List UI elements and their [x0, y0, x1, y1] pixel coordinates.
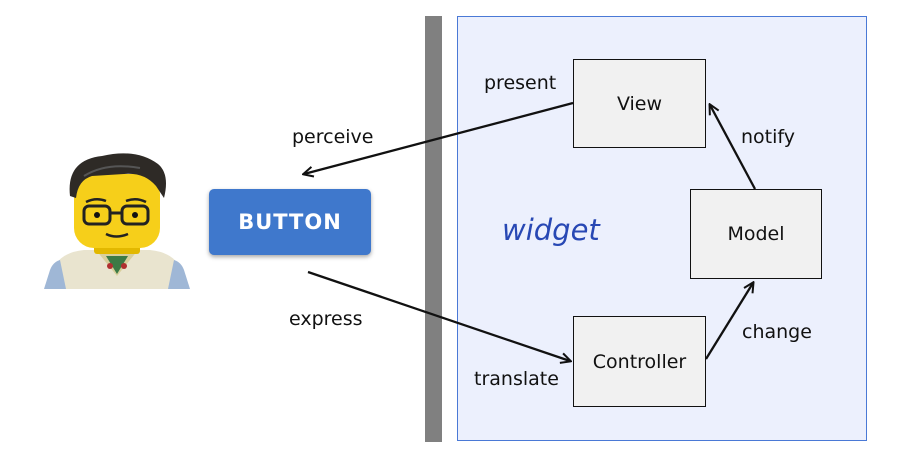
perceive-label: perceive — [292, 126, 374, 148]
perceive-arrow — [304, 101, 574, 174]
express-arrow — [307, 270, 570, 361]
express-label: express — [289, 308, 363, 330]
translate-label: translate — [474, 368, 559, 390]
lego-figure-icon — [44, 153, 190, 289]
view-box: View — [573, 59, 706, 148]
change-label: change — [742, 321, 812, 343]
change-arrow — [705, 283, 753, 360]
widget-title: widget — [502, 213, 600, 247]
controller-box: Controller — [573, 316, 706, 407]
boundary-wall — [425, 16, 442, 442]
notify-label: notify — [741, 126, 795, 148]
user-button[interactable]: BUTTON — [209, 189, 371, 255]
notify-arrow — [710, 105, 757, 190]
present-label: present — [484, 72, 557, 94]
model-box: Model — [690, 189, 822, 279]
